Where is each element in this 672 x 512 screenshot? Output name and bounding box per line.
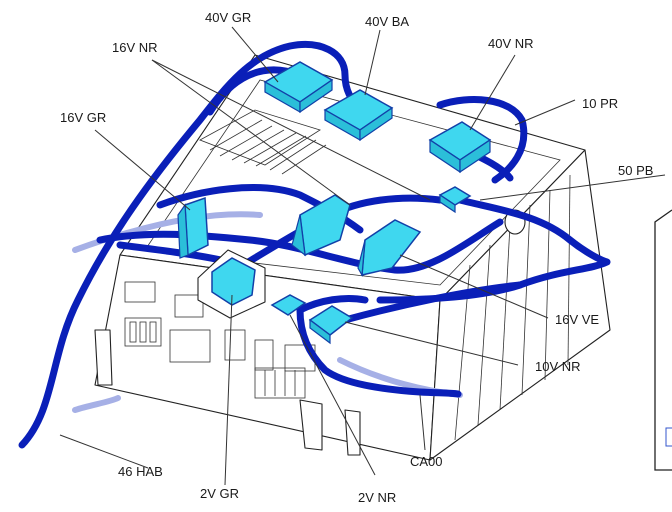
cable-46hab: [18, 41, 362, 449]
connector-16v-gr: [184, 196, 209, 257]
wire-labels: 40V GR 40V BA 40V NR 16V NR 16V GR 10 PR…: [60, 10, 653, 505]
label-2v-nr: 2V NR: [358, 490, 396, 505]
label-16v-ve: 16V VE: [555, 312, 599, 327]
label-ca00: CA00: [410, 454, 443, 469]
vent-grill: [199, 109, 327, 175]
connector-2v-gr: [197, 249, 266, 319]
label-50-pb: 50 PB: [618, 163, 653, 178]
connector-2v-nr: [270, 294, 307, 316]
label-40v-gr: 40V GR: [205, 10, 251, 25]
label-16v-gr: 16V GR: [60, 110, 106, 125]
label-40v-nr: 40V NR: [488, 36, 534, 51]
side-panel-fragment: [654, 209, 672, 471]
label-46-hab: 46 HAB: [118, 464, 163, 479]
connectors: [177, 61, 492, 345]
fuse-slots: [124, 281, 316, 399]
label-16v-nr: 16V NR: [112, 40, 158, 55]
leader-lines: [59, 26, 666, 486]
label-10v-nr: 10V NR: [535, 359, 581, 374]
label-10-pr: 10 PR: [582, 96, 618, 111]
label-40v-ba: 40V BA: [365, 14, 409, 29]
label-2v-gr: 2V GR: [200, 486, 239, 501]
